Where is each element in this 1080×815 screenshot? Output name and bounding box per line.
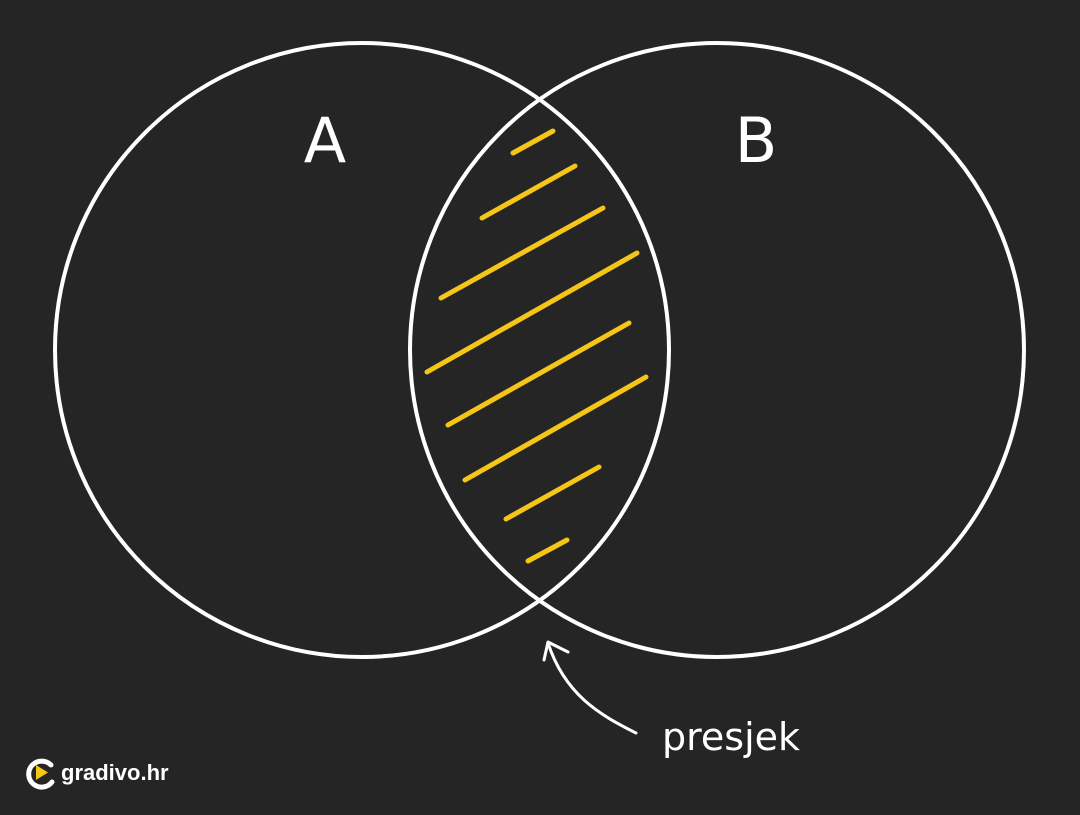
set-b-circle xyxy=(408,41,1026,659)
hatch-line xyxy=(503,464,602,522)
intersection-hatch xyxy=(424,128,649,564)
hatch-line xyxy=(525,537,570,564)
hatch-line xyxy=(462,374,649,483)
hatch-line xyxy=(438,205,606,301)
hatch-line xyxy=(445,320,632,428)
set-a-label: A xyxy=(304,104,346,177)
set-a-circle xyxy=(53,41,671,659)
annotation-arrow xyxy=(542,640,638,735)
gradivo-logo-icon xyxy=(26,758,55,790)
hatch-line xyxy=(424,250,640,375)
brand-logo: gradivo.hr xyxy=(26,758,169,790)
brand-name: gradivo.hr xyxy=(61,760,169,785)
hatch-line xyxy=(479,163,578,221)
hatch-line xyxy=(510,128,556,156)
set-b-label: B xyxy=(735,104,778,177)
intersection-annotation: presjek xyxy=(662,715,800,759)
